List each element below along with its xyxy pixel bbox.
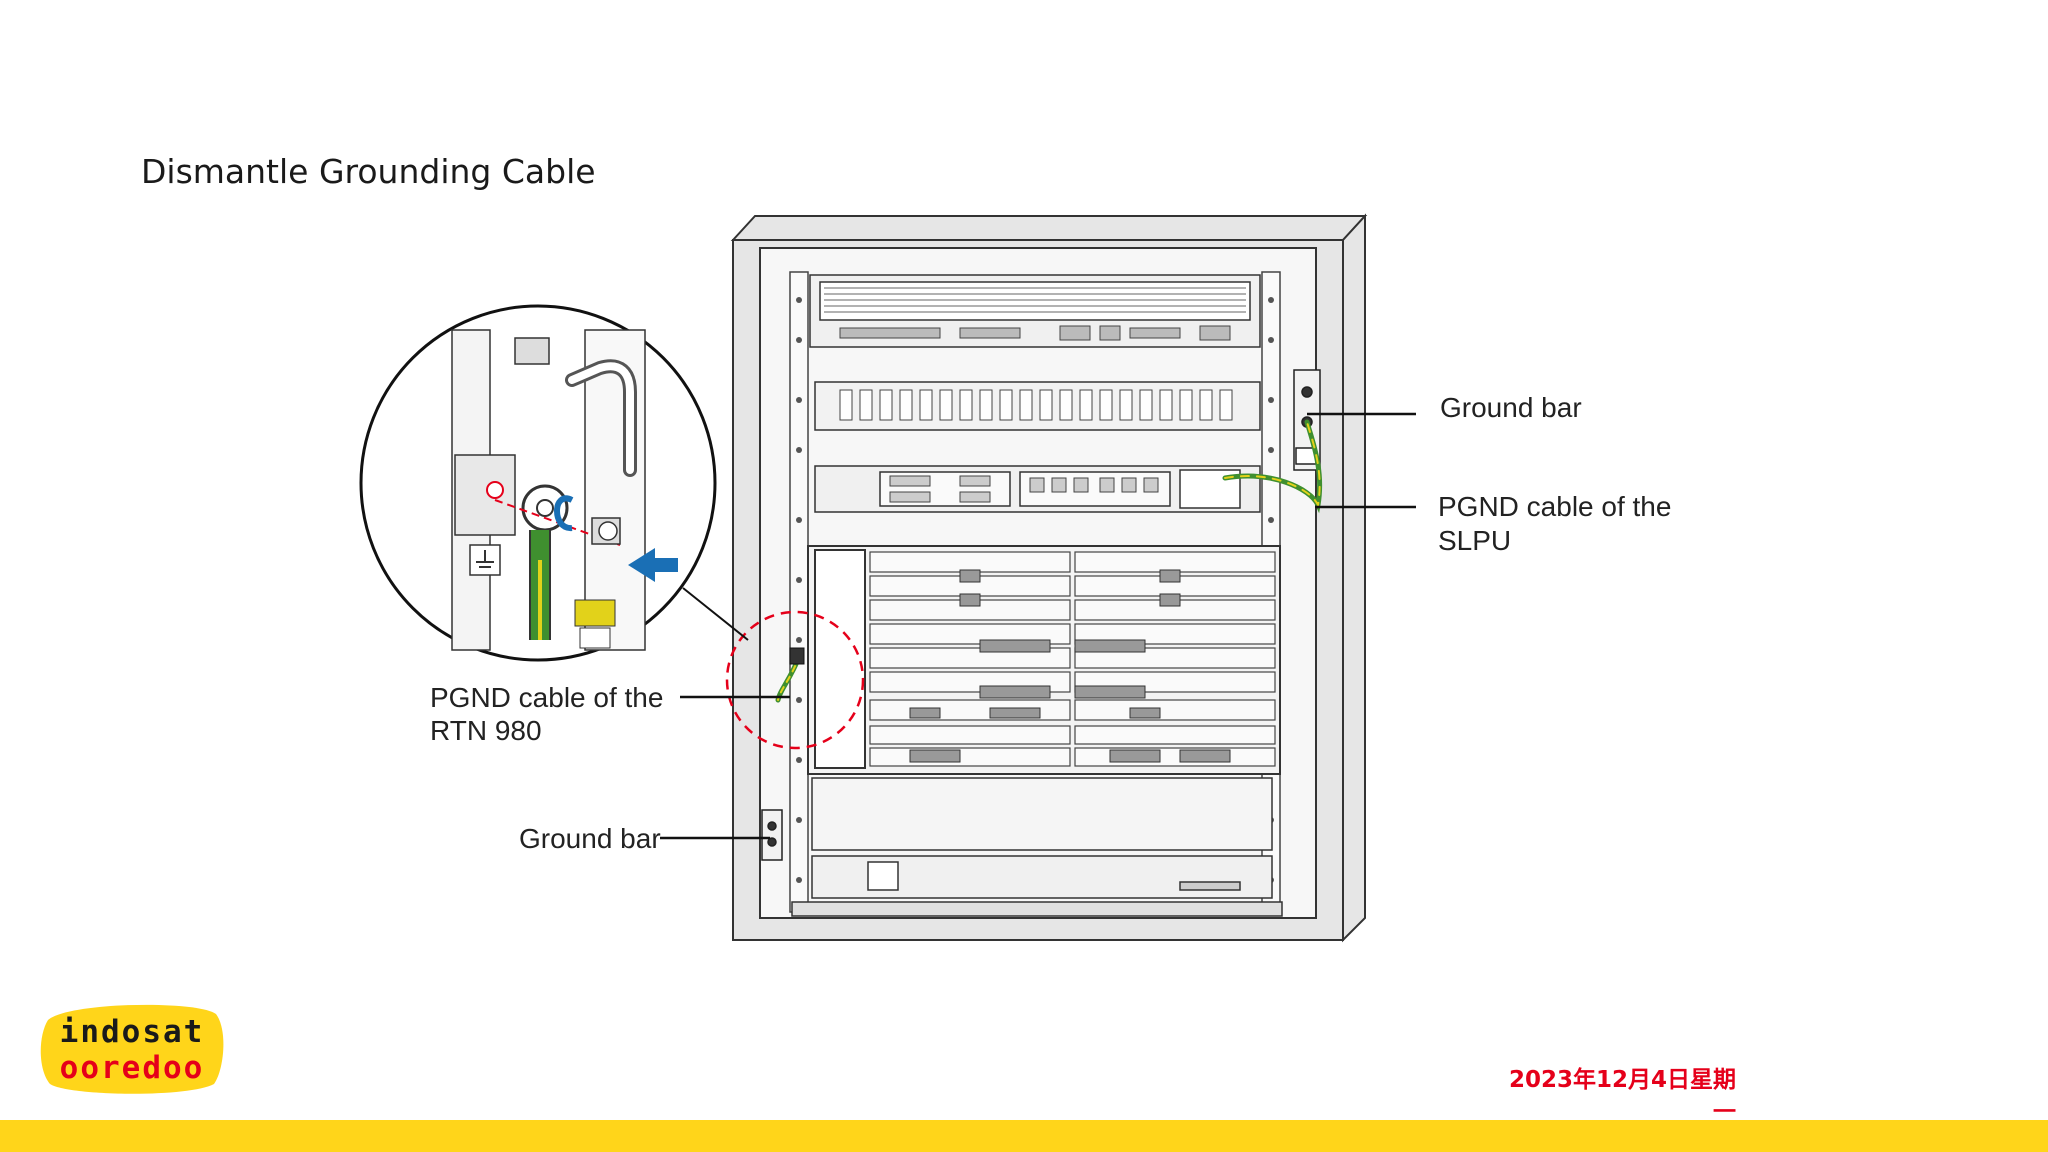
logo-text-line2: ooredoo <box>60 1050 205 1086</box>
callout-leaders <box>660 412 1416 840</box>
power-unit <box>811 855 1273 899</box>
top-unit-ports <box>839 325 1231 341</box>
magnified-inset <box>359 304 749 662</box>
pgnd-rtn-label-line2: RTN 980 <box>430 715 542 746</box>
slpu-ports <box>889 475 1159 503</box>
patch-ports <box>839 389 1233 421</box>
logo-text-line1: indosat <box>60 1014 205 1050</box>
vent-grille <box>824 287 1246 313</box>
footer-bar <box>0 1120 2048 1152</box>
date-line1: 2023年12月4日星期 <box>1508 1067 1736 1093</box>
slide-title: Dismantle Grounding Cable <box>141 152 596 191</box>
indosat-ooredoo-logo: indosat ooredoo <box>40 1004 224 1094</box>
board-connectors <box>909 569 1231 763</box>
ground-bar-bottom-label: Ground bar <box>519 823 661 854</box>
date-line2: 一 <box>1713 1099 1736 1125</box>
slpu-pgnd-cable <box>1222 419 1323 514</box>
cabinet-base <box>791 901 1283 917</box>
ground-bar-bottom <box>761 809 783 861</box>
pgnd-slpu-label-line1: PGND cable of the <box>1438 491 1672 522</box>
pgnd-slpu-label-line2: SLPU <box>1438 525 1512 556</box>
ground-bar-top-label: Ground bar <box>1440 392 1582 423</box>
slide-date: 2023年12月4日星期 一 <box>1476 1064 1736 1128</box>
blank-panel <box>811 777 1273 851</box>
highlight-circle <box>725 610 865 750</box>
pgnd-rtn-label-line1: PGND cable of the <box>430 682 664 713</box>
